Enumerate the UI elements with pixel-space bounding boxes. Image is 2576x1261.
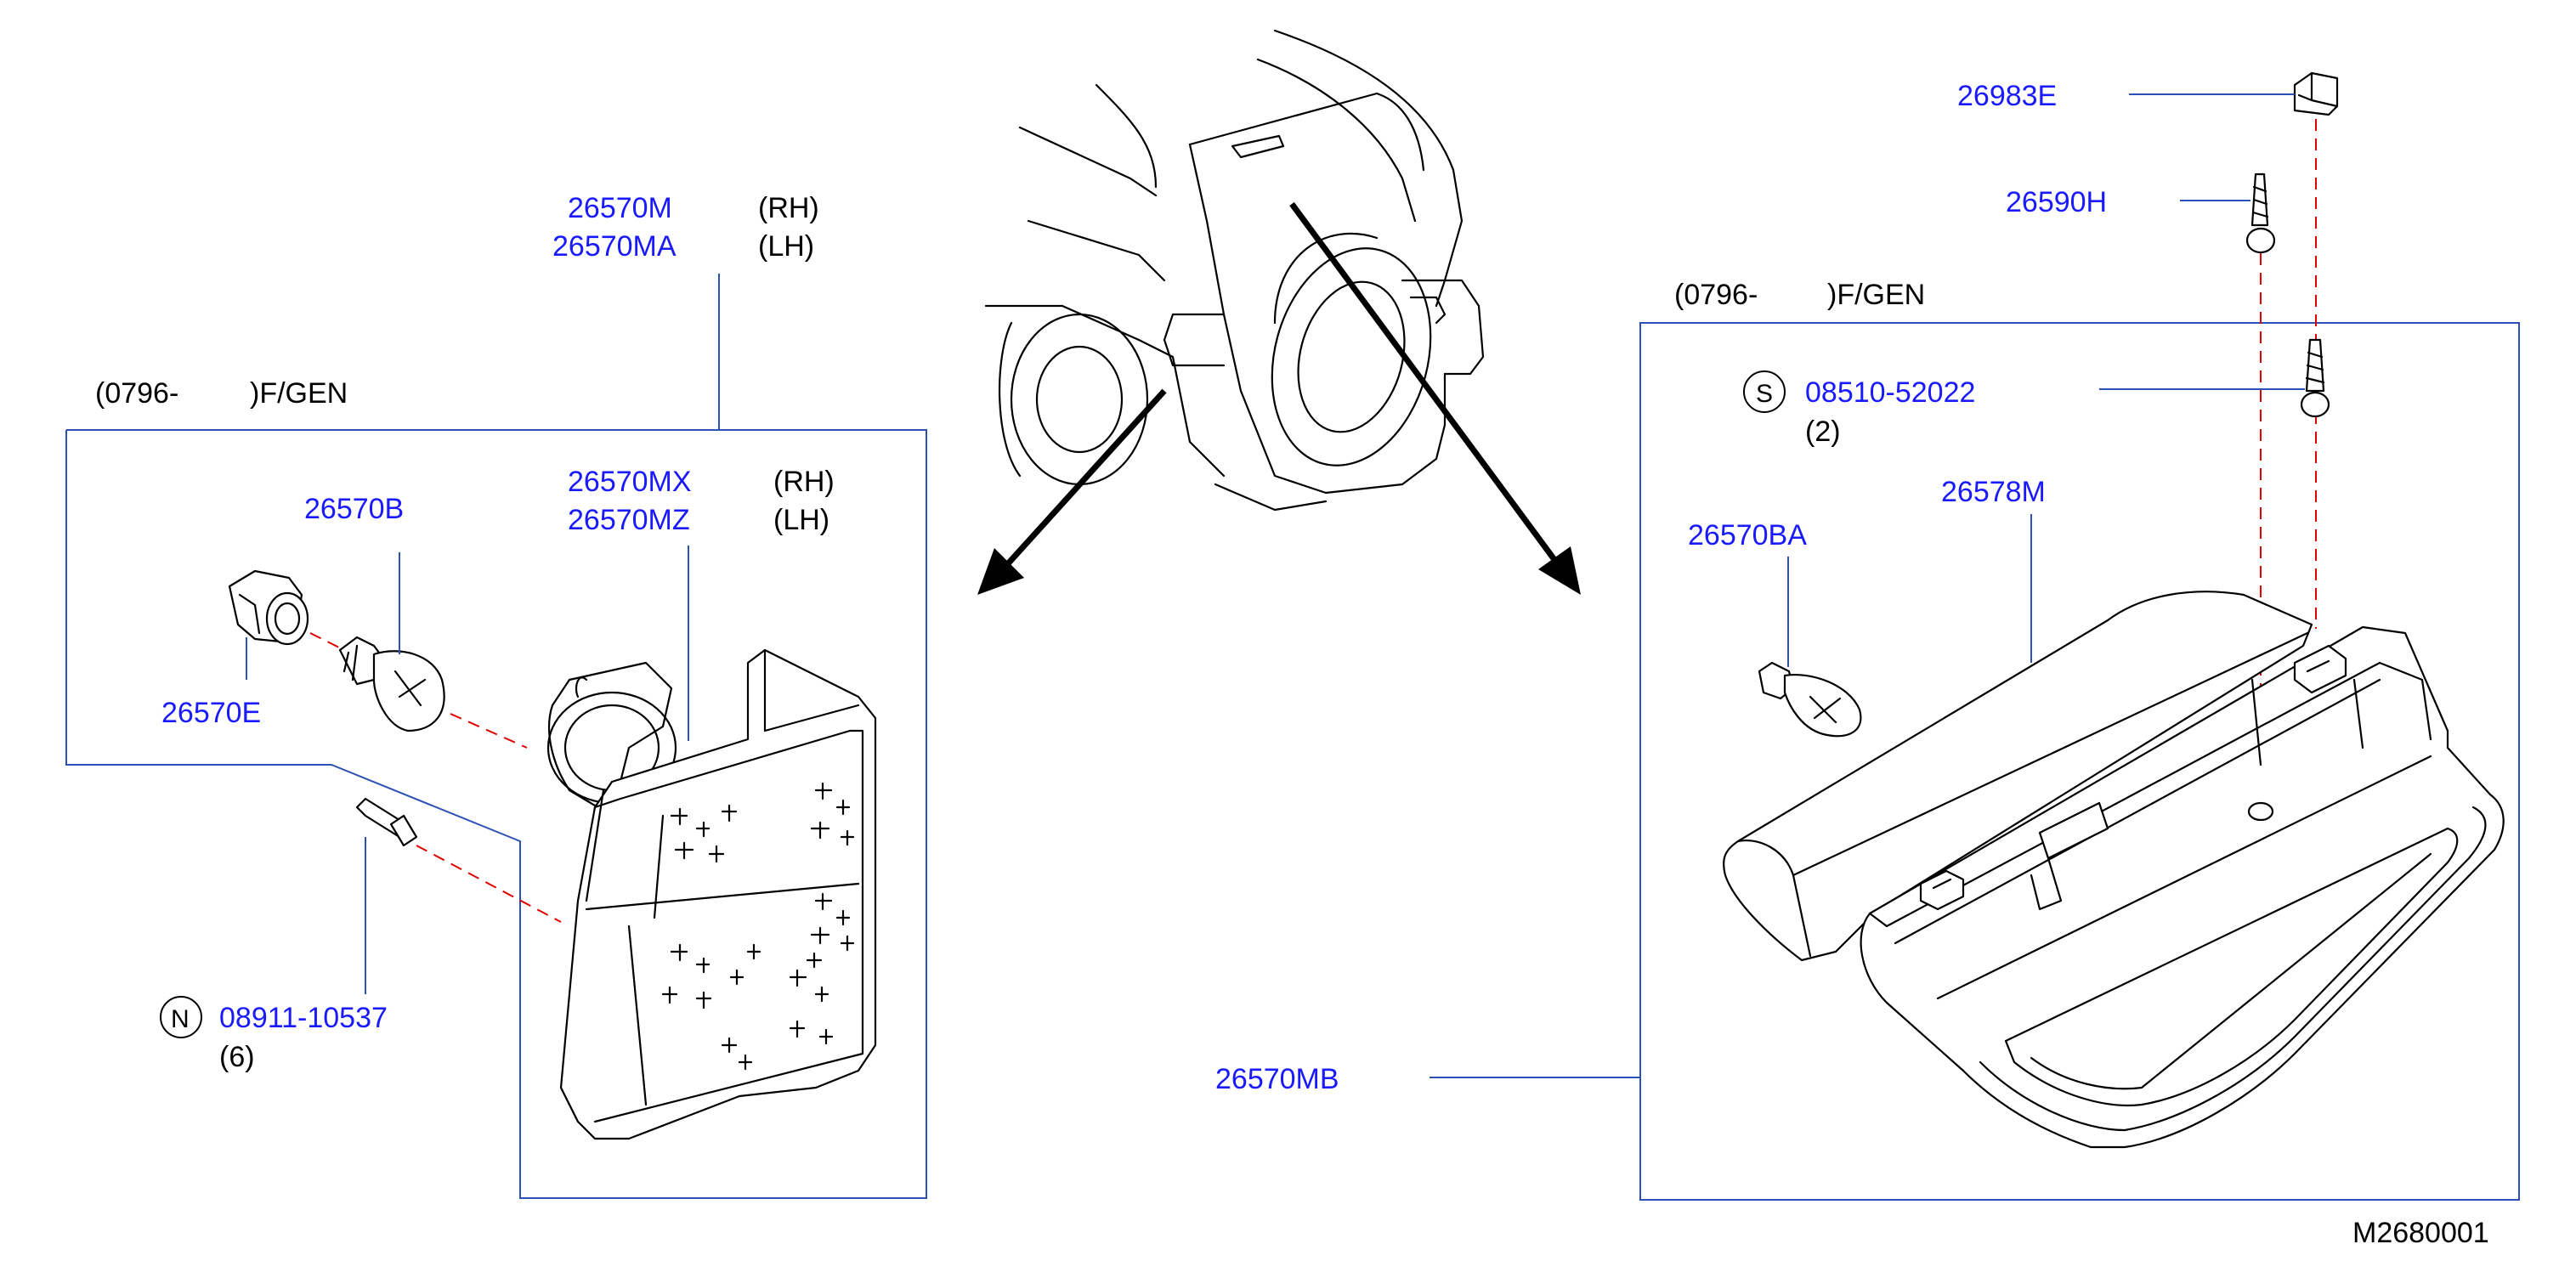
lamp-part[interactable]: 26570MB — [1215, 1063, 1339, 1095]
s-symbol-circle — [1743, 370, 1786, 413]
left-group-frame — [65, 429, 927, 1199]
assembly-lh-side: (LH) — [758, 230, 814, 263]
right-date-range: (0796- — [1674, 279, 1758, 311]
s-symbol: S — [1756, 380, 1773, 408]
assembly-rh-part[interactable]: 26570M — [568, 192, 672, 224]
lens-rh-side: (RH) — [773, 466, 835, 498]
n-symbol: N — [171, 1005, 190, 1033]
n-symbol-circle — [160, 996, 202, 1038]
drawing-id: M2680001 — [2352, 1217, 2489, 1249]
bulb-part[interactable]: 26570B — [304, 493, 404, 525]
cover-part[interactable]: 26578M — [1941, 476, 2046, 508]
bulb-ba-part[interactable]: 26570BA — [1688, 519, 1807, 551]
rear-combination-lamp-illustration — [546, 648, 877, 1140]
socket-illustration — [228, 569, 309, 646]
screw-s-illustration — [2300, 338, 2330, 418]
right-date-suffix: )F/GEN — [1827, 279, 1925, 311]
screw-qty: (6) — [219, 1041, 255, 1073]
cover-clip-part[interactable]: 26983E — [1957, 80, 2057, 112]
screw-s-part[interactable]: 08510-52022 — [1805, 376, 1975, 409]
right-callout-arrow — [1289, 201, 1581, 595]
assembly-lh-part[interactable]: 26570MA — [552, 230, 677, 263]
lens-lh-side: (LH) — [773, 504, 829, 536]
socket-part[interactable]: 26570E — [161, 697, 261, 729]
screw-s-qty: (2) — [1805, 416, 1841, 448]
lens-lh-part[interactable]: 26570MZ — [568, 504, 690, 536]
lens-rh-part[interactable]: 26570MX — [568, 466, 692, 498]
bulb-illustration — [338, 636, 445, 732]
clip-illustration — [2293, 71, 2339, 116]
bulb-ba-illustration — [1758, 661, 1862, 738]
right-group — [1430, 71, 2520, 1201]
vehicle-rear-illustration — [984, 29, 1485, 512]
screw-part[interactable]: 08911-10537 — [219, 1002, 388, 1034]
small-screw-illustration — [2245, 172, 2276, 254]
cover-illustration — [1723, 591, 2313, 962]
high-mount-stop-lamp-illustration — [1860, 625, 2505, 1149]
left-date-range: (0796- — [95, 377, 178, 410]
assembly-rh-side: (RH) — [758, 192, 819, 224]
right-group-frame — [1639, 322, 2520, 1201]
screw-small-part[interactable]: 26590H — [2006, 186, 2107, 218]
screw-illustration — [355, 797, 418, 847]
left-callout-arrow — [977, 388, 1167, 595]
left-group — [65, 274, 927, 1199]
left-date-suffix: )F/GEN — [250, 377, 348, 410]
